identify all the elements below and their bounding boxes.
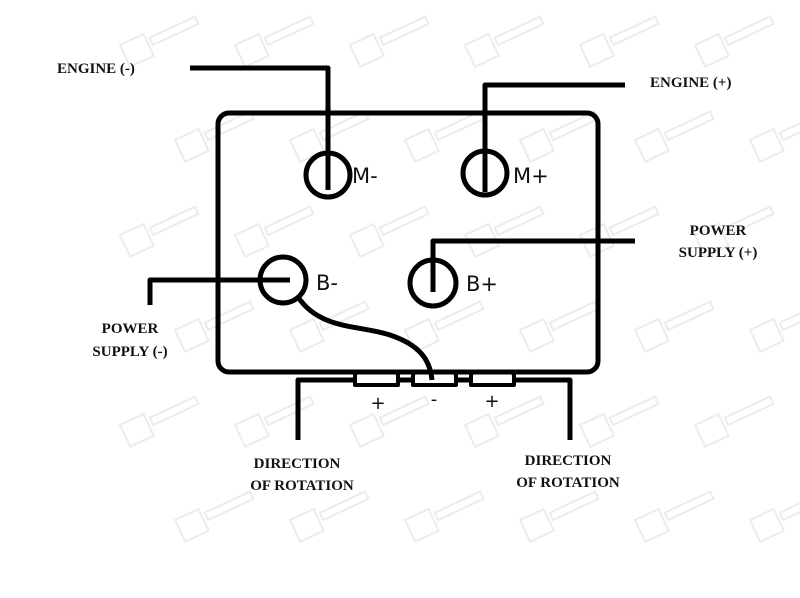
tab-label-middle: - [431,389,438,410]
watermark-logo [463,15,545,69]
watermark-logo [348,395,430,449]
watermark-logo [578,205,660,259]
watermark-logo [748,300,800,354]
watermark-logo [578,15,660,69]
rotation-connector-box [295,377,573,440]
watermark-logo [463,205,545,259]
watermark-logo [633,490,715,544]
watermark-logo [233,395,315,449]
label-direction-right-2: OF ROTATION [516,475,620,491]
wire-engine-minus [190,65,331,190]
watermark-logo [173,490,255,544]
watermark-logo [348,15,430,69]
watermark-logo [693,205,775,259]
wire-bminus-to-tab [295,295,435,381]
watermark-logo [233,205,315,259]
watermark-logo [748,490,800,544]
terminal-label-b-plus: B+ [466,272,498,296]
label-power-plus-1: POWER [690,223,747,239]
watermark-logo [118,15,200,69]
wire-power-plus [430,238,635,292]
watermark-logo [118,395,200,449]
wire-engine-plus [482,82,625,192]
watermark-logo [518,490,600,544]
watermark-logo [633,110,715,164]
watermark-logo [578,395,660,449]
watermark-logo [693,395,775,449]
terminal-label-m-plus: M+ [513,164,549,188]
label-direction-left-1: DIRECTION [254,456,341,472]
wire-power-minus [147,277,290,305]
watermark-logo [633,300,715,354]
label-engine-minus: ENGINE (-) [57,61,135,77]
watermark-logo [693,15,775,69]
label-engine-plus: ENGINE (+) [650,75,731,91]
watermark-logo [518,300,600,354]
label-direction-right-1: DIRECTION [525,453,612,469]
terminal-label-b-minus: B- [316,271,338,295]
tab-label-right: + [484,391,499,412]
label-direction-left-2: OF ROTATION [250,478,354,494]
tab-middle-minus [411,370,458,387]
watermark-logo [348,205,430,259]
watermark-logo [288,300,370,354]
label-power-plus-2: SUPPLY (+) [679,245,758,261]
watermark-logo [748,110,800,164]
label-power-minus-1: POWER [102,321,159,337]
tab-right-plus [469,370,516,387]
label-power-minus-2: SUPPLY (-) [92,344,167,360]
watermark-logo [403,490,485,544]
watermark-logo [288,490,370,544]
watermark-logo [463,395,545,449]
tab-label-left: + [370,393,385,414]
watermark-logo [233,15,315,69]
tab-left-plus [353,370,400,387]
watermark-logo [173,300,255,354]
terminal-label-m-minus: M- [352,164,378,188]
watermark-logo [118,205,200,259]
watermark-logo [403,300,485,354]
watermarks [118,15,800,544]
